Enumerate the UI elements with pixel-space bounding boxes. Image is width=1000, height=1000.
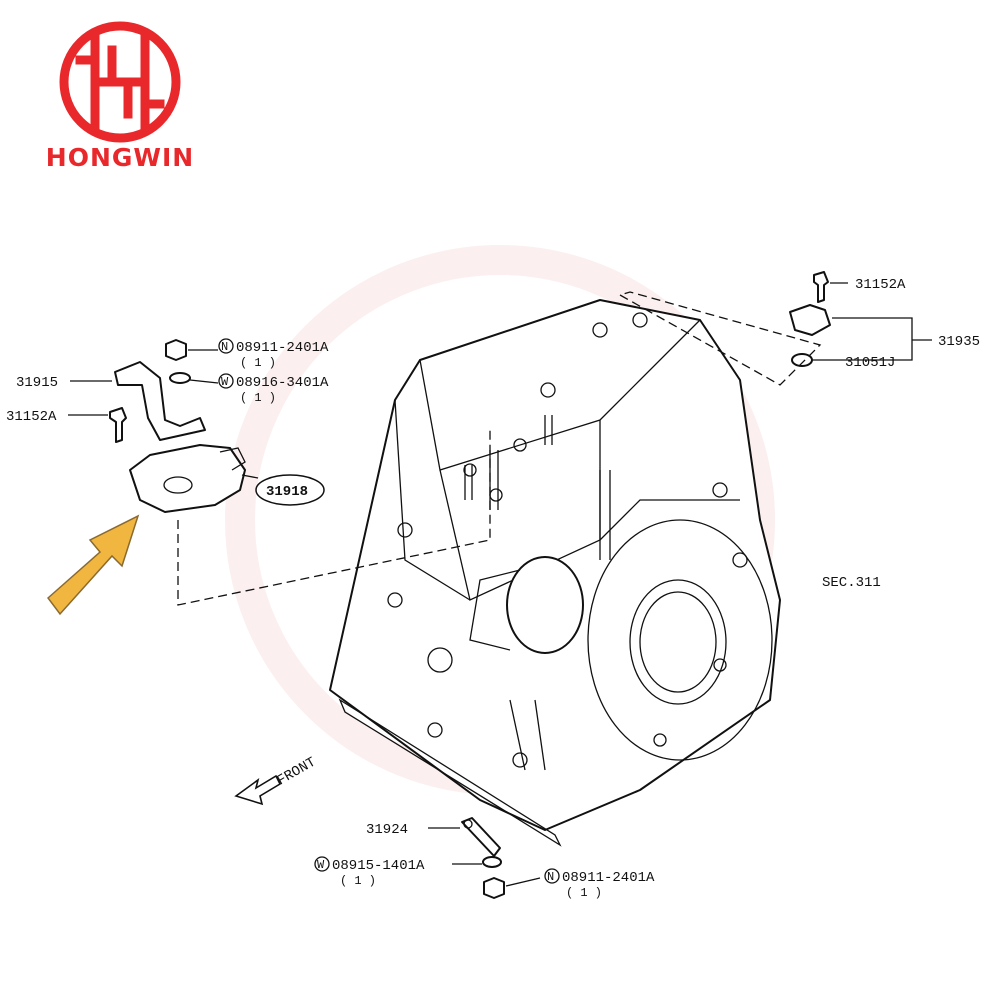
n-symbol-bottom: N <box>547 870 554 884</box>
label-oring: 31051J <box>845 355 895 371</box>
pointer-arrow-icon <box>46 514 140 616</box>
manual-lever-assembly <box>461 817 505 899</box>
n-symbol-icon <box>218 338 234 354</box>
n-symbol: N <box>221 340 228 354</box>
transmission-housing <box>329 299 781 847</box>
w-symbol-bottom-icon <box>314 856 330 872</box>
brand-name: HONGWIN <box>45 143 195 172</box>
bolt-part <box>109 407 127 443</box>
nut-part <box>165 339 187 361</box>
sensor-bolt-part <box>813 271 829 303</box>
label-washer-bottom-qty: ( 1 ) <box>340 874 376 888</box>
label-bolt-left: 31152A <box>6 409 57 425</box>
label-nut-bottom: 08911-2401A <box>562 870 655 886</box>
speed-sensor-assembly <box>789 271 831 367</box>
label-washer-top-qty: ( 1 ) <box>240 391 276 405</box>
assembly-line-sensor <box>618 291 822 386</box>
inhibitor-switch-assembly <box>109 339 246 513</box>
logo-mark <box>59 21 181 143</box>
label-lever: 31924 <box>366 822 408 838</box>
w-symbol-bottom: W <box>317 858 325 872</box>
label-nut-top-qty: ( 1 ) <box>240 356 276 370</box>
sensor-part <box>789 304 831 336</box>
label-section: SEC.311 <box>822 575 881 591</box>
lever-part <box>461 817 501 857</box>
switch-callout-oval <box>255 474 325 506</box>
assembly-line-switch <box>177 430 491 606</box>
lever-washer-part <box>482 856 502 868</box>
lever-nut-part <box>483 877 505 899</box>
label-nut-top: 08911-2401A <box>236 340 329 356</box>
leader-lines <box>68 282 932 887</box>
bracket-part <box>114 361 206 441</box>
washer-part <box>169 372 191 384</box>
label-nut-bottom-qty: ( 1 ) <box>566 886 602 900</box>
n-symbol-bottom-icon <box>544 868 560 884</box>
label-sensor-assy: 31935 <box>938 334 980 350</box>
front-label: FRONT <box>275 754 319 789</box>
front-arrow-icon <box>234 774 282 806</box>
label-switch: 31918 <box>266 484 308 500</box>
w-symbol-icon <box>218 373 234 389</box>
label-washer-bottom: 08915-1401A <box>332 858 425 874</box>
label-bracket: 31915 <box>16 375 58 391</box>
label-bolt-right: 31152A <box>855 277 906 293</box>
label-washer-top: 08916-3401A <box>236 375 329 391</box>
w-symbol: W <box>221 375 229 389</box>
